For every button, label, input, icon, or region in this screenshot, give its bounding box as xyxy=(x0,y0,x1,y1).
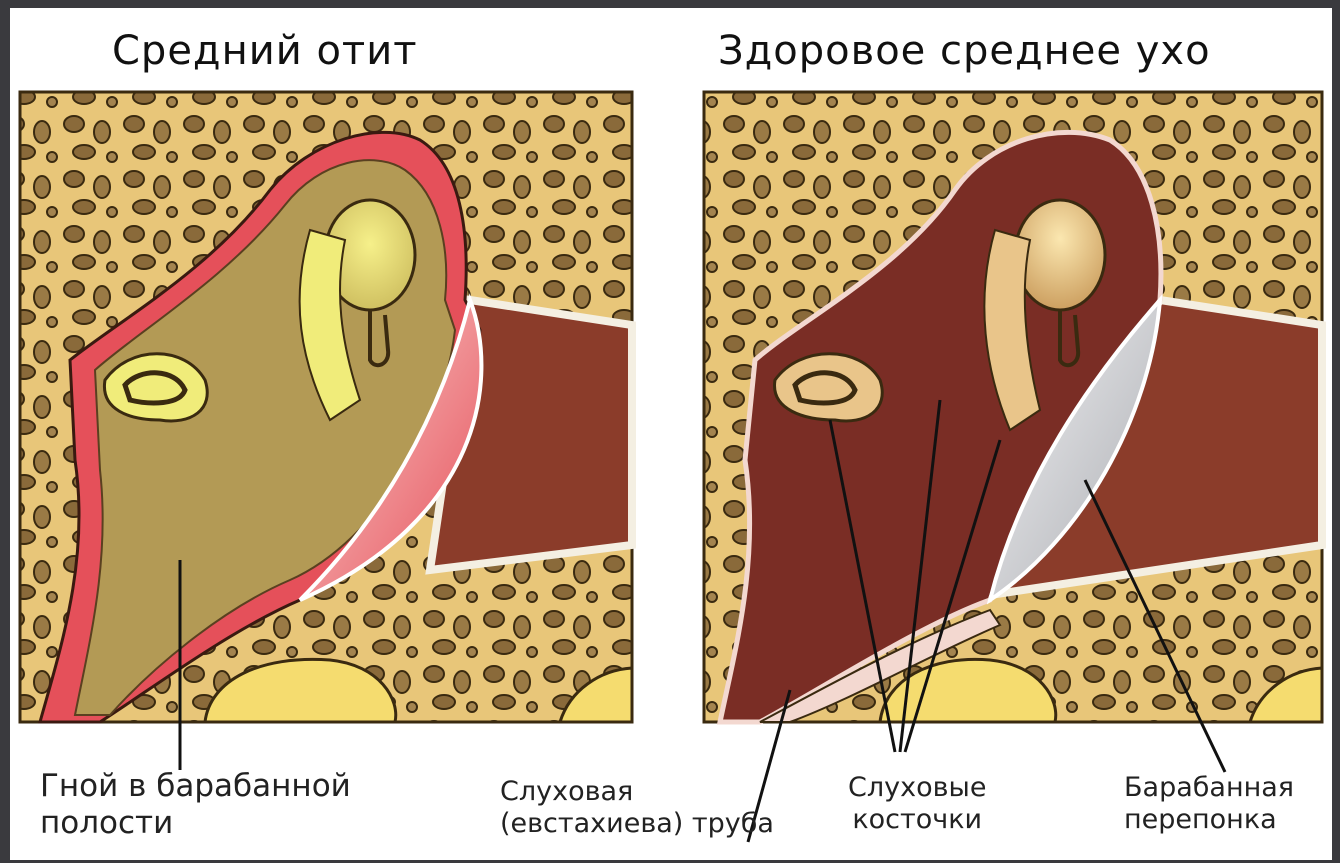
ossicle-stapes-left xyxy=(104,354,207,421)
title-otitis: Средний отит xyxy=(112,28,418,74)
ossicle-malleus-right xyxy=(1015,200,1105,310)
ossicle-stapes-right xyxy=(775,354,883,421)
title-healthy-ear: Здоровое среднее ухо xyxy=(718,28,1211,74)
label-eardrum: Барабанная перепонка xyxy=(1124,772,1294,837)
otitis-panel xyxy=(20,92,632,722)
label-pus-in-tympanic-cavity: Гной в барабанной полости xyxy=(40,768,351,842)
healthy-panel xyxy=(704,92,1322,722)
label-auditory-ossicles: Слуховые косточки xyxy=(848,772,986,837)
label-eustachian-tube: Слуховая (евстахиева) труба xyxy=(500,776,774,841)
